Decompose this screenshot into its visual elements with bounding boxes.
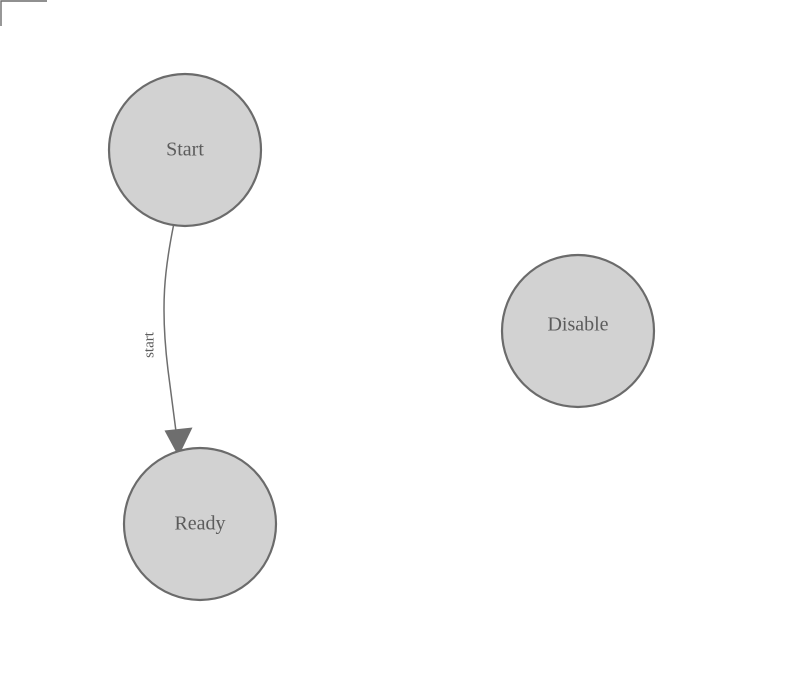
edge-label-start: start bbox=[141, 331, 157, 358]
node-disable-circle[interactable] bbox=[500, 253, 656, 409]
node-disable-label: Disable bbox=[547, 314, 608, 336]
node-start-circle[interactable] bbox=[107, 72, 263, 228]
node-ready[interactable]: Ready bbox=[122, 446, 278, 602]
node-ready-circle[interactable] bbox=[122, 446, 278, 602]
node-ready-label: Ready bbox=[174, 513, 225, 535]
edge-start-to-ready[interactable]: start bbox=[141, 225, 193, 457]
edge-path bbox=[163, 225, 179, 444]
node-disable[interactable]: Disable bbox=[500, 253, 656, 409]
canvas-corner-mark-icon bbox=[0, 0, 47, 26]
node-start-label: Start bbox=[166, 139, 204, 161]
arrowhead-icon bbox=[164, 427, 193, 457]
node-start[interactable]: Start bbox=[107, 72, 263, 228]
